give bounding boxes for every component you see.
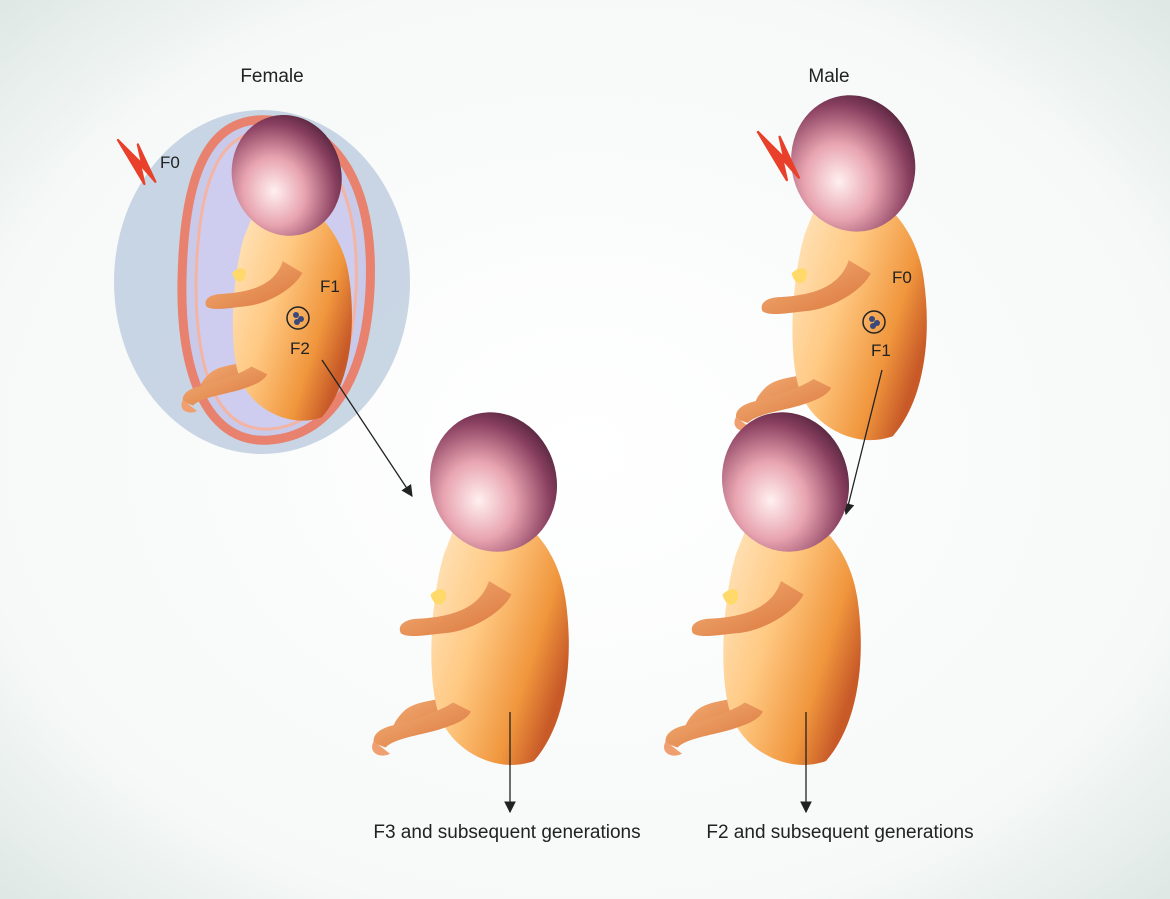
- male-heading: Male: [808, 66, 849, 87]
- male-exposed-generation: F0: [892, 268, 912, 287]
- female-exposed-generation: F0: [160, 153, 180, 172]
- female-fetus-label: F1: [320, 277, 340, 296]
- female-heading: Female: [240, 66, 303, 87]
- male-subsequent-generations: F2 and subsequent generations: [706, 822, 973, 843]
- female-subsequent-generations: F3 and subsequent generations: [373, 822, 640, 843]
- male-germ-cell-label: F1: [871, 341, 891, 360]
- female-germ-cell-label: F2: [290, 339, 310, 358]
